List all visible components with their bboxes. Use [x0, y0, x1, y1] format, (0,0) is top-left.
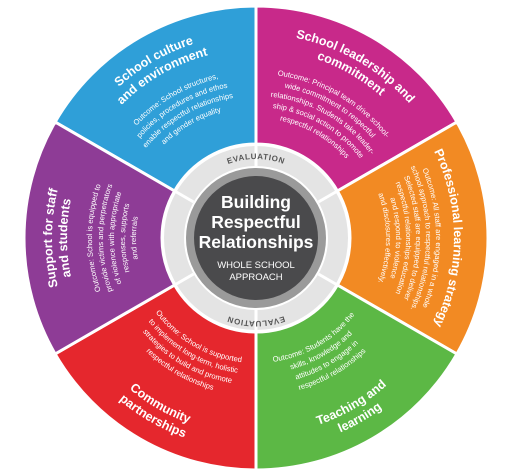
evaluation-divider: [317, 272, 339, 287]
center-title-line-2: Respectful: [211, 212, 300, 232]
segment-support-title-line-2: and students: [56, 197, 74, 279]
center-hub: Building Respectful Relationships WHOLE …: [186, 168, 326, 308]
center-subtitle-line-2: APPROACH: [229, 272, 282, 283]
evaluation-divider: [317, 189, 339, 204]
evaluation-divider: [173, 189, 195, 204]
center-subtitle-line-1: WHOLE SCHOOL: [217, 260, 295, 271]
segment-support-title-line-1: Support for staff: [41, 186, 61, 289]
center-hub-disc: [194, 176, 318, 300]
center-title-line-3: Relationships: [199, 232, 314, 252]
segment-support-outcome-line-5: and referrals: [129, 215, 140, 260]
evaluation-label-bottom: EVALUATION: [226, 314, 286, 328]
evaluation-divider: [173, 272, 195, 287]
center-title-line-1: Building: [221, 192, 291, 212]
